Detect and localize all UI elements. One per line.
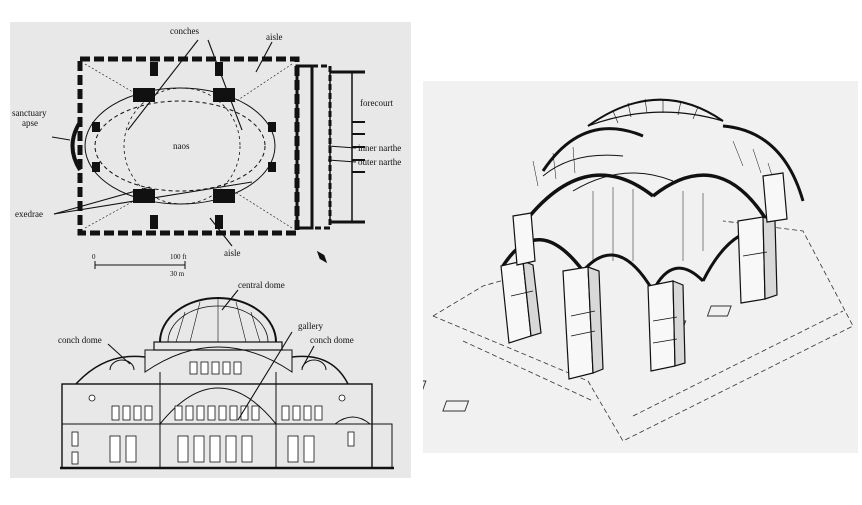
label-central-dome: central dome (238, 280, 285, 290)
label-inner-narthex: inner narthe (358, 143, 401, 153)
axonometric-drawing (399, 98, 854, 442)
axo-piers (500, 172, 788, 380)
scale-zero: 0 (92, 253, 96, 261)
scale-feet: 100 ft (170, 253, 187, 261)
label-gallery: gallery (298, 321, 323, 331)
label-sanctuary: sanctuary (12, 108, 47, 118)
scale-meters: 30 m (170, 270, 185, 278)
axo-arches (501, 124, 805, 292)
cross-section (60, 297, 394, 470)
axo-central-dome (587, 98, 724, 127)
label-aisle-bottom: aisle (224, 248, 241, 258)
axo-pier-details (510, 251, 768, 344)
plan-and-section-panel: conches aisle forecourt sanctuary apse n… (10, 22, 411, 478)
label-conches: conches (170, 26, 199, 36)
label-conch-dome-left: conch dome (58, 335, 102, 345)
axonometric-panel (399, 81, 858, 453)
label-outer-narthex: outer narthe (358, 157, 401, 167)
north-arrow-icon (316, 250, 328, 264)
scale-bar: 0 100 ft 30 m (92, 253, 187, 278)
section-leader-lines (107, 289, 315, 421)
label-aisle-top: aisle (266, 32, 283, 42)
piers (92, 62, 276, 229)
section-windows (71, 361, 355, 465)
plan-section-drawing: conches aisle forecourt sanctuary apse n… (12, 26, 401, 470)
label-exedrae: exedrae (15, 209, 43, 219)
plan-leader-lines (51, 39, 357, 247)
axo-ground-outline (432, 220, 854, 442)
label-naos: naos (173, 141, 190, 151)
floor-plan (70, 56, 365, 236)
label-forecourt: forecourt (360, 98, 393, 108)
label-apse: apse (22, 118, 38, 128)
label-conch-dome-right: conch dome (310, 335, 354, 345)
